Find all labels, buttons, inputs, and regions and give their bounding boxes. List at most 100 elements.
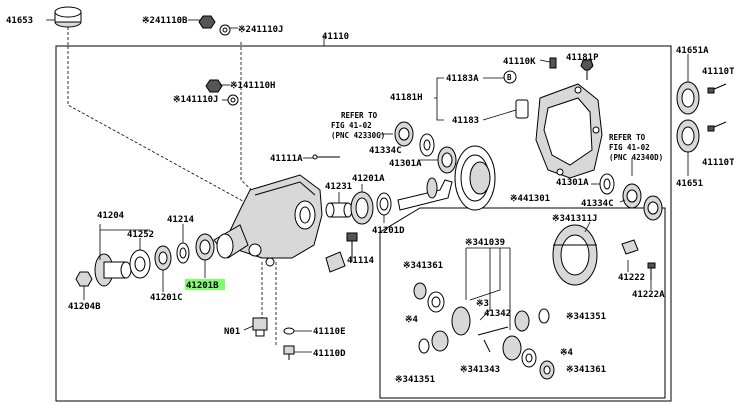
label-41110e[interactable]: 41110E — [313, 327, 346, 337]
label-41110k[interactable]: 41110K — [503, 57, 536, 67]
label-3[interactable]: ※3 — [476, 299, 489, 309]
breather-41110k — [549, 57, 557, 69]
label-41301a-left[interactable]: 41301A — [389, 159, 422, 169]
label-4-a[interactable]: ※4 — [405, 315, 419, 325]
bearing-41201c — [154, 245, 172, 271]
washer-4b — [521, 348, 537, 368]
nut-41204b — [75, 271, 93, 287]
lead-341039 — [465, 247, 511, 330]
label-41214[interactable]: 41214 — [167, 215, 195, 225]
washer-341351-b — [418, 338, 430, 354]
lead-n01 — [243, 325, 254, 331]
label-41204[interactable]: 41204 — [97, 211, 125, 221]
label-41252[interactable]: 41252 — [127, 230, 154, 240]
refer1-line2[interactable]: FIG 41-02 — [331, 121, 372, 130]
label-41183[interactable]: 41183 — [452, 116, 479, 126]
dash-cap-to-carrier — [67, 46, 251, 206]
label-341361-a[interactable]: ※341361 — [403, 261, 443, 271]
label-41181h[interactable]: 41181H — [390, 93, 423, 103]
plug-41110d — [283, 345, 295, 360]
side-gear-right — [514, 310, 530, 332]
label-4-b[interactable]: ※4 — [560, 348, 574, 358]
label-41222a[interactable]: 41222A — [632, 290, 665, 300]
label-41110[interactable]: 41110 — [322, 32, 349, 42]
label-41301-box[interactable]: ※441301 — [510, 194, 550, 204]
pin-341343 — [483, 339, 491, 353]
label-41334c-left[interactable]: 41334C — [369, 146, 402, 156]
bracket-41114 — [325, 251, 346, 273]
label-41110t-b[interactable]: 41110T — [702, 158, 734, 168]
washer-341361-a — [413, 282, 427, 300]
label-41201c[interactable]: 41201C — [150, 293, 183, 303]
label-41201b[interactable]: 41201B — [186, 281, 219, 291]
label-41201a[interactable]: 41201A — [352, 174, 385, 184]
refer2-line2[interactable]: FIG 41-02 — [609, 143, 650, 152]
plate-41183a: B — [503, 70, 517, 84]
label-341351-a[interactable]: ※341351 — [566, 312, 606, 322]
nut-141110h — [205, 79, 223, 93]
sensor-41222 — [621, 239, 639, 255]
side-gear-left — [431, 330, 449, 352]
diff-case-341311j — [552, 224, 598, 286]
label-41222[interactable]: 41222 — [618, 273, 645, 283]
label-341343[interactable]: ※341343 — [460, 365, 500, 375]
label-41204b[interactable]: 41204B — [68, 302, 101, 312]
label-41342[interactable]: 41342 — [484, 309, 511, 319]
label-41653[interactable]: 41653 — [6, 16, 33, 26]
bearing-41334c-right — [622, 183, 642, 209]
label-341039[interactable]: ※341039 — [465, 238, 505, 248]
gasket-41110e — [283, 327, 295, 335]
label-241110j[interactable]: ※241110J — [238, 25, 283, 35]
label-41114[interactable]: 41114 — [347, 256, 375, 266]
cap-41653 — [54, 6, 82, 28]
washer-341351-a — [538, 308, 550, 324]
flange-41651a — [676, 81, 700, 115]
label-41110d[interactable]: 41110D — [313, 349, 346, 359]
label-41301a-right[interactable]: 41301A — [556, 178, 589, 188]
refer1-line3[interactable]: (PNC 42330G) — [331, 131, 385, 140]
svg-text:B: B — [507, 73, 512, 82]
label-141110h[interactable]: ※141110H — [230, 81, 275, 91]
label-41110t-a[interactable]: 41110T — [702, 67, 734, 77]
label-41183a[interactable]: 41183A — [446, 74, 479, 84]
bearing-41301a-left — [437, 146, 457, 174]
shaft-41342 — [477, 326, 509, 336]
main-frame — [55, 45, 672, 402]
refer1-line1[interactable]: REFER TO — [341, 111, 378, 120]
shim-41301a-left — [419, 133, 435, 157]
label-41231[interactable]: 41231 — [325, 182, 352, 192]
label-141110j[interactable]: ※141110J — [173, 95, 218, 105]
flange-41204 — [94, 253, 132, 287]
label-41334c-right[interactable]: 41334C — [581, 199, 614, 209]
label-41201d[interactable]: 41201D — [372, 226, 405, 236]
refer2-line1[interactable]: REFER TO — [609, 133, 646, 142]
label-41651[interactable]: 41651 — [676, 179, 703, 189]
gasket-41183 — [515, 99, 529, 119]
label-n01[interactable]: N01 — [224, 327, 240, 337]
label-41181p[interactable]: 41181P — [566, 53, 599, 63]
dash-bolt-to-carrier — [240, 42, 263, 201]
bolt-41222a — [647, 262, 656, 280]
label-41651a[interactable]: 41651A — [676, 46, 709, 56]
sensor-41111a — [312, 154, 340, 160]
label-341351-b[interactable]: ※341351 — [395, 375, 435, 385]
race-41201d — [376, 192, 392, 216]
pinion-gear-4 — [502, 335, 522, 361]
label-341361-b[interactable]: ※341361 — [566, 365, 606, 375]
bearing-41301a-right — [643, 195, 663, 221]
bearing-41201b — [195, 233, 215, 261]
bearing-41201a — [350, 191, 374, 225]
washer-241110j — [219, 24, 231, 36]
bolt-41110t-a — [707, 83, 727, 94]
plug-n01 — [252, 317, 268, 337]
refer2-line3[interactable]: (PNC 42340D) — [609, 153, 663, 162]
bolt-41110t-b — [707, 121, 727, 132]
washer-341361-a2 — [427, 291, 445, 313]
label-41111a[interactable]: 41111A — [270, 154, 303, 164]
label-241110b[interactable]: ※241110B — [142, 16, 188, 26]
lead-41204 — [99, 224, 150, 260]
differential-box — [379, 207, 666, 399]
label-341311j[interactable]: ※341311J — [552, 214, 597, 224]
bolt-41114 — [346, 232, 358, 258]
